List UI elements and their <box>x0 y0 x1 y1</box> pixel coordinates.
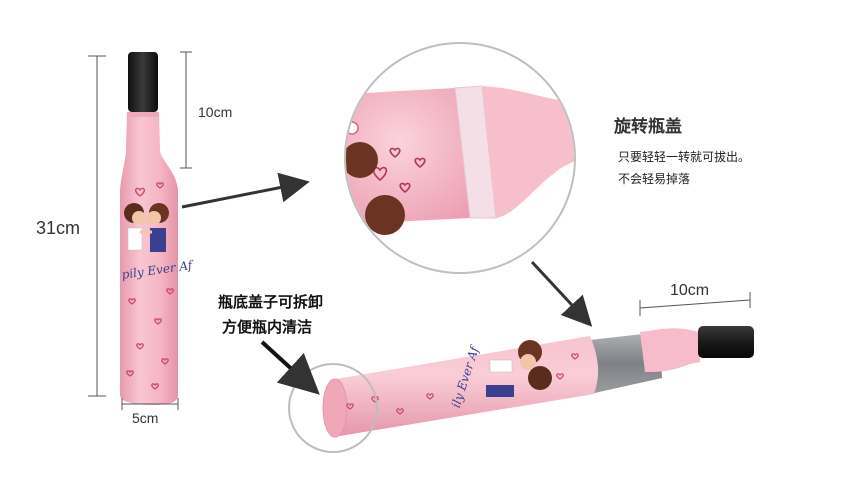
lying-bottle-cap <box>698 326 754 358</box>
arrow-to-bottom-cap <box>260 340 320 395</box>
bottom-cap-note-1: 瓶底盖子可拆卸 <box>218 293 324 311</box>
bottle-cap-black <box>128 52 158 112</box>
lying-bottle-neck <box>640 328 700 372</box>
arrow-to-lying-bottle <box>530 260 593 327</box>
dimension-lines-upright <box>88 51 192 410</box>
couple-illustration <box>124 203 169 252</box>
upright-bottle: pily Ever Af <box>120 52 196 405</box>
zoom-circle <box>344 42 576 274</box>
rotate-cap-title: 旋转瓶盖 <box>614 117 682 137</box>
dimension-lines-cap <box>639 292 751 316</box>
cap-height-label: 10cm <box>198 104 233 120</box>
rotate-cap-note-2: 不会轻易掉落 <box>618 172 691 186</box>
bottom-cap-note-2: 方便瓶内清洁 <box>222 318 313 336</box>
rotate-cap-note-1: 只要轻轻一转就可拔出。 <box>618 150 751 164</box>
bottle-body-pink <box>120 112 178 405</box>
bottom-cap-highlight-circle <box>288 363 378 453</box>
arrow-to-zoom <box>181 172 310 209</box>
cap-length-label: 10cm <box>670 282 710 299</box>
diameter-label: 5cm <box>132 410 159 426</box>
lying-bottle: ily Ever Af <box>322 326 754 438</box>
heart-pattern <box>126 182 174 390</box>
total-height-label: 31cm <box>36 218 81 238</box>
